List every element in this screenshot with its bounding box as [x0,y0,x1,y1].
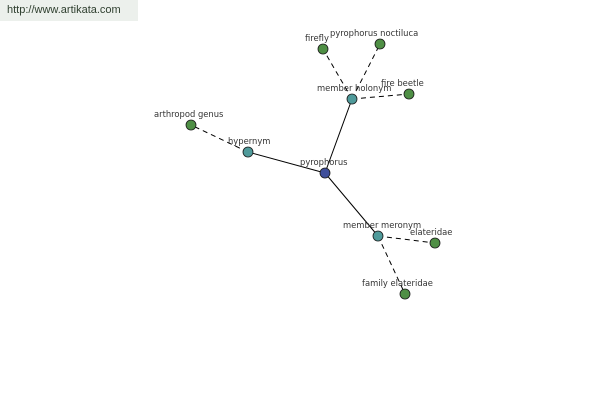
edge-holonym-firefly [322,48,353,100]
arthropod-genus-label: arthropod genus [154,109,223,119]
elateridae-node[interactable] [429,237,441,249]
member-meronym-node[interactable] [372,230,384,242]
family-elateridae-node[interactable] [399,288,411,300]
firefly-node[interactable] [317,43,329,55]
fire-beetle-node[interactable] [403,88,415,100]
root-label: pyrophorus [300,157,348,167]
member-holonym-label: member holonym [317,83,391,93]
root-node[interactable] [319,167,331,179]
hypernym-node[interactable] [242,146,254,158]
edge-root-member-meronym [324,172,379,237]
edge-holonym-fire-beetle [351,93,410,100]
edge-meronym-family-elateridae [377,235,406,295]
edge-holonym-pyrophorus-noctiluca [351,43,381,100]
elateridae-label: elateridae [410,227,452,237]
arthropod-genus-node[interactable] [185,119,197,131]
member-holonym-node[interactable] [346,93,358,105]
family-elateridae-label: family elateridae [362,278,433,288]
edge-hypernym-arthropod-genus [190,124,249,153]
firefly-label: firefly [305,33,329,43]
edge-root-hypernym [247,151,326,174]
pyrophorus-noctiluca-node[interactable] [374,38,386,50]
watermark-link[interactable]: http://www.artikata.com [0,0,138,21]
member-meronym-label: member meronym [343,220,421,230]
edge-root-member-holonym [324,98,353,174]
fire-beetle-label: fire beetle [381,78,424,88]
pyrophorus-noctiluca-label: pyrophorus noctiluca [330,28,418,38]
edge-meronym-elateridae [377,235,436,244]
hypernym-label: hypernym [228,136,270,146]
